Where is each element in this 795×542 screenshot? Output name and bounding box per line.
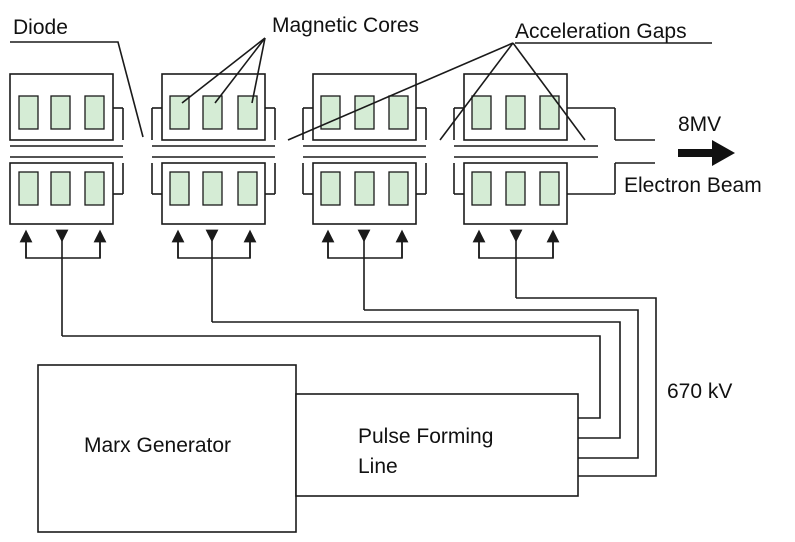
- magnetic-core: [169, 171, 190, 206]
- cavity-2: [161, 73, 266, 225]
- magnetic-core: [539, 171, 560, 206]
- magnetic-core: [202, 171, 223, 206]
- magnetic-core: [202, 95, 223, 130]
- label-acceleration-gaps: Acceleration Gaps: [515, 20, 687, 43]
- beam-pipe: [10, 107, 655, 195]
- label-electron-beam: Electron Beam: [624, 174, 762, 197]
- feed-cables: [62, 297, 657, 477]
- label-pulse-forming-line-1: Pulse Forming: [358, 425, 493, 448]
- magnetic-core: [354, 171, 375, 206]
- magnetic-core: [237, 95, 258, 130]
- magnetic-core: [169, 95, 190, 130]
- magnetic-core: [237, 171, 258, 206]
- magnetic-core: [50, 171, 71, 206]
- label-pulse-forming-line-2: Line: [358, 455, 398, 478]
- magnetic-core: [320, 171, 341, 206]
- label-marx-generator: Marx Generator: [84, 434, 231, 457]
- magnetic-core: [471, 171, 492, 206]
- magnetic-core: [388, 95, 409, 130]
- magnetic-core: [388, 171, 409, 206]
- magnetic-core: [50, 95, 71, 130]
- cavity-3: [312, 73, 417, 225]
- acceleration-cavities: [9, 73, 568, 225]
- magnetic-core: [18, 171, 39, 206]
- beam-direction-arrow: [678, 140, 735, 166]
- magnetic-core: [471, 95, 492, 130]
- magnetic-core: [505, 171, 526, 206]
- magnetic-core: [320, 95, 341, 130]
- label-voltage-out: 8MV: [678, 113, 721, 136]
- magnetic-core: [84, 171, 105, 206]
- cavity-4: [463, 73, 568, 225]
- magnetic-core: [18, 95, 39, 130]
- label-magnetic-cores: Magnetic Cores: [272, 14, 419, 37]
- feed-arrows: [19, 229, 560, 336]
- magnetic-core: [539, 95, 560, 130]
- label-diode: Diode: [13, 16, 68, 39]
- label-feed-voltage: 670 kV: [667, 380, 732, 403]
- leader-lines: [10, 37, 712, 141]
- magnetic-core: [354, 95, 375, 130]
- magnetic-core: [84, 95, 105, 130]
- magnetic-core: [505, 95, 526, 130]
- pulse-forming-line-box: [295, 393, 579, 497]
- marx-generator-box: [37, 364, 297, 533]
- cavity-1: [9, 73, 114, 225]
